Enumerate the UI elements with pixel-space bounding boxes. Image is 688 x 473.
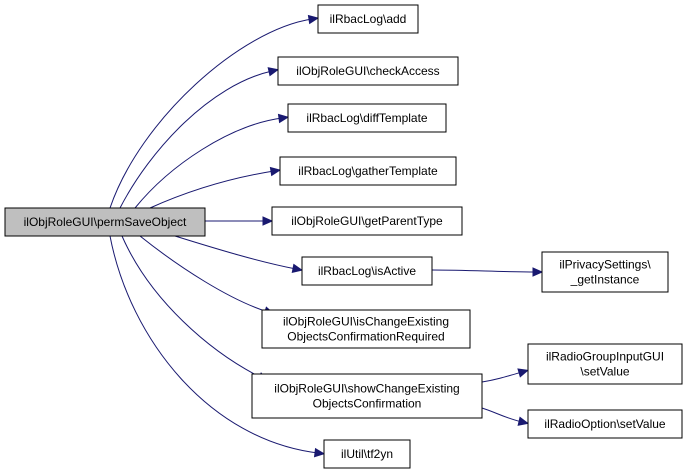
nodes-layer: ilObjRoleGUI\permSaveObject ilRbacLog\add… <box>4 4 683 469</box>
edge-root-to-n3 <box>134 117 283 209</box>
arrowhead-n12 <box>517 416 530 426</box>
node-n3[interactable]: ilRbacLog\diffTemplate <box>287 103 447 133</box>
node-label: ilRbacLog\gatherTemplate <box>298 164 438 178</box>
node-n11[interactable]: ilRadioGroupInputGUI\setValue <box>527 343 683 385</box>
node-n1[interactable]: ilRbacLog\add <box>317 4 419 34</box>
arrowhead-n11 <box>517 368 529 378</box>
node-box <box>251 373 483 419</box>
node-label: _getInstance <box>570 273 640 287</box>
arrowhead-n5 <box>262 216 274 226</box>
node-label: ilObjRoleGUI\showChangeExisting <box>274 382 459 396</box>
arrowhead-n1 <box>307 14 320 25</box>
edge-root-to-n2 <box>119 70 273 209</box>
node-label: ObjectsConfirmationRequired <box>287 330 444 344</box>
edge-root-to-n4 <box>149 170 275 209</box>
edge-root-to-n1 <box>109 18 313 209</box>
node-label: ilObjRoleGUI\getParentType <box>291 214 443 228</box>
arrowhead-n9 <box>313 447 326 458</box>
node-n7[interactable]: ilObjRoleGUI\isChangeExistingObjectsConf… <box>261 309 471 349</box>
node-label: \setValue <box>580 365 629 379</box>
node-n12[interactable]: ilRadioOption\setValue <box>527 409 683 439</box>
node-label: ilRadioGroupInputGUI <box>546 350 664 364</box>
node-box <box>279 156 457 186</box>
node-box <box>4 207 206 237</box>
node-box <box>527 343 683 385</box>
node-label: ilPrivacySettings\ <box>559 258 651 272</box>
edge-root-to-n7 <box>139 235 269 313</box>
node-n2[interactable]: ilObjRoleGUI\checkAccess <box>277 56 459 86</box>
node-root[interactable]: ilObjRoleGUI\permSaveObject <box>4 207 206 237</box>
node-box <box>541 251 669 293</box>
node-label: ilRadioOption\setValue <box>544 417 666 431</box>
arrowhead-n6 <box>291 263 304 274</box>
edges-layer <box>109 14 544 458</box>
arrowhead-n2 <box>267 67 280 77</box>
node-n5[interactable]: ilObjRoleGUI\getParentType <box>271 206 463 236</box>
node-box <box>323 439 411 469</box>
node-n4[interactable]: ilRbacLog\gatherTemplate <box>279 156 457 186</box>
node-box <box>301 256 433 286</box>
node-label: ilUtil\tf2yn <box>341 447 393 461</box>
node-label: ObjectsConfirmation <box>313 397 422 411</box>
node-box <box>277 56 459 86</box>
node-label: ilObjRoleGUI\permSaveObject <box>24 215 187 229</box>
node-label: ilRbacLog\diffTemplate <box>306 111 428 125</box>
node-label: ilRbacLog\isActive <box>318 264 416 278</box>
node-box <box>527 409 683 439</box>
node-label: ilObjRoleGUI\checkAccess <box>296 64 439 78</box>
edge-root-to-n8 <box>121 235 263 379</box>
edge-n8-to-n12 <box>481 407 523 423</box>
node-box <box>287 103 447 133</box>
edge-root-to-n9 <box>109 235 319 454</box>
edge-n6-to-n10 <box>431 269 537 273</box>
edge-n8-to-n11 <box>481 371 523 383</box>
node-label: ilObjRoleGUI\isChangeExisting <box>283 315 449 329</box>
node-n8[interactable]: ilObjRoleGUI\showChangeExistingObjectsCo… <box>251 373 483 419</box>
arrowhead-n4 <box>269 166 282 177</box>
node-box <box>317 4 419 34</box>
node-box <box>261 309 471 349</box>
arrowhead-n10 <box>532 267 544 277</box>
edge-root-to-n6 <box>174 235 297 270</box>
node-box <box>271 206 463 236</box>
node-n9[interactable]: ilUtil\tf2yn <box>323 439 411 469</box>
arrowhead-n3 <box>277 113 290 124</box>
node-n6[interactable]: ilRbacLog\isActive <box>301 256 433 286</box>
node-label: ilRbacLog\add <box>330 12 407 26</box>
node-n10[interactable]: ilPrivacySettings\_getInstance <box>541 251 669 293</box>
